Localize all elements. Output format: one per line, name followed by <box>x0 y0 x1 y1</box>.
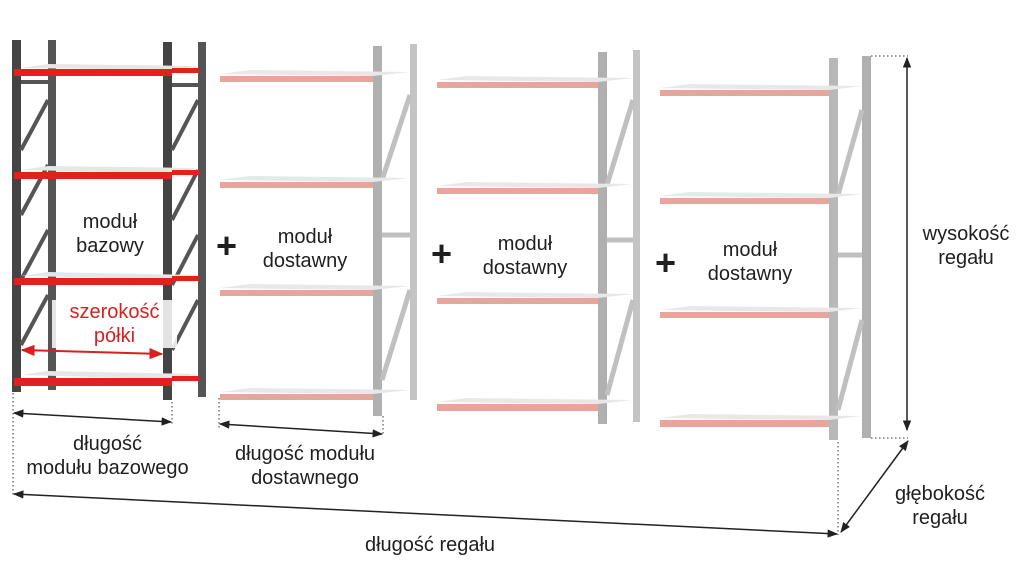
plus-sign-2: + <box>431 233 453 274</box>
rack-height-line2: regału <box>938 247 994 269</box>
addon2-upright-front <box>598 52 607 424</box>
addon-module-1 <box>220 44 417 416</box>
base-shelf-3 <box>14 272 199 285</box>
base-shelf-4 <box>14 371 199 386</box>
addon-module-2 <box>437 50 640 424</box>
addon3-upright-front <box>829 58 838 440</box>
base-shelf-1 <box>14 64 199 76</box>
addon2-boards <box>437 76 633 404</box>
addon-module-3 <box>660 56 871 440</box>
base-bracing-left <box>19 80 50 346</box>
addon3-beams <box>660 90 829 427</box>
addon3-bracing <box>835 109 865 411</box>
addon-length-line2: dostawnego <box>251 467 359 489</box>
base-length-line2: modułu bazowego <box>26 457 189 479</box>
shelf-width-line2: półki <box>93 325 136 347</box>
rack-length-label: długość regału <box>330 533 530 557</box>
plus-sign-1: + <box>216 225 238 266</box>
addon3-module-line2: dostawny <box>707 263 793 285</box>
rack-depth-arrow <box>840 440 909 533</box>
shelf-width-label: szerokość półki <box>52 300 177 348</box>
addon1-boards <box>220 70 410 394</box>
base-upright-front-left <box>12 40 21 392</box>
rack-height-line1: wysokość <box>922 223 1010 245</box>
addon3-upright-back <box>862 56 871 438</box>
addon2-module-line2: dostawny <box>482 257 568 279</box>
rack-depth-line1: głębokość <box>894 483 986 505</box>
shelf-width-line1: szerokość <box>69 301 160 323</box>
base-upright-front-right <box>163 42 172 400</box>
base-upright-back-right <box>198 42 206 397</box>
addon1-upright-front <box>373 46 382 416</box>
plus-sign-3: + <box>655 242 677 283</box>
addon3-boards <box>660 84 862 420</box>
base-upright-back-left <box>48 40 56 390</box>
shelf-width-arrow <box>20 344 164 360</box>
addon1-module-label: moduł dostawny <box>250 225 360 273</box>
addon2-bracing <box>604 99 636 396</box>
addon1-upright-back <box>410 44 417 400</box>
base-module-label: moduł bazowy <box>60 210 160 258</box>
rack-length-text: długość regału <box>364 534 496 556</box>
addon3-module-line1: moduł <box>722 239 778 261</box>
addon-length-line1: długość modułu <box>234 443 376 465</box>
base-length-arrow <box>12 409 173 426</box>
addon-length-label: długość modułu dostawnego <box>205 442 405 490</box>
addon2-beams <box>437 82 598 411</box>
addon2-module-label: moduł dostawny <box>470 232 580 280</box>
base-module-line1: moduł <box>82 211 138 233</box>
addon2-upright-back <box>633 50 640 422</box>
rack-length-arrow <box>12 490 839 538</box>
base-length-label: długość modułu bazowego <box>0 432 215 480</box>
rack-depth-label: głębokość regału <box>880 482 1000 530</box>
addon-length-arrow <box>218 420 384 438</box>
base-length-line1: długość <box>73 433 142 455</box>
base-module-line2: bazowy <box>76 235 144 257</box>
addon1-module-line2: dostawny <box>262 250 348 272</box>
rack-depth-line2: regału <box>912 507 968 529</box>
addon2-module-line1: moduł <box>497 233 553 255</box>
rack-height-label: wysokość regału <box>910 222 1022 270</box>
addon3-module-label: moduł dostawny <box>695 238 805 286</box>
addon1-module-line1: moduł <box>277 226 333 248</box>
base-module <box>12 40 206 400</box>
base-shelf-2 <box>14 166 199 179</box>
addon1-beams <box>220 76 373 400</box>
addon1-bracing <box>379 94 413 381</box>
